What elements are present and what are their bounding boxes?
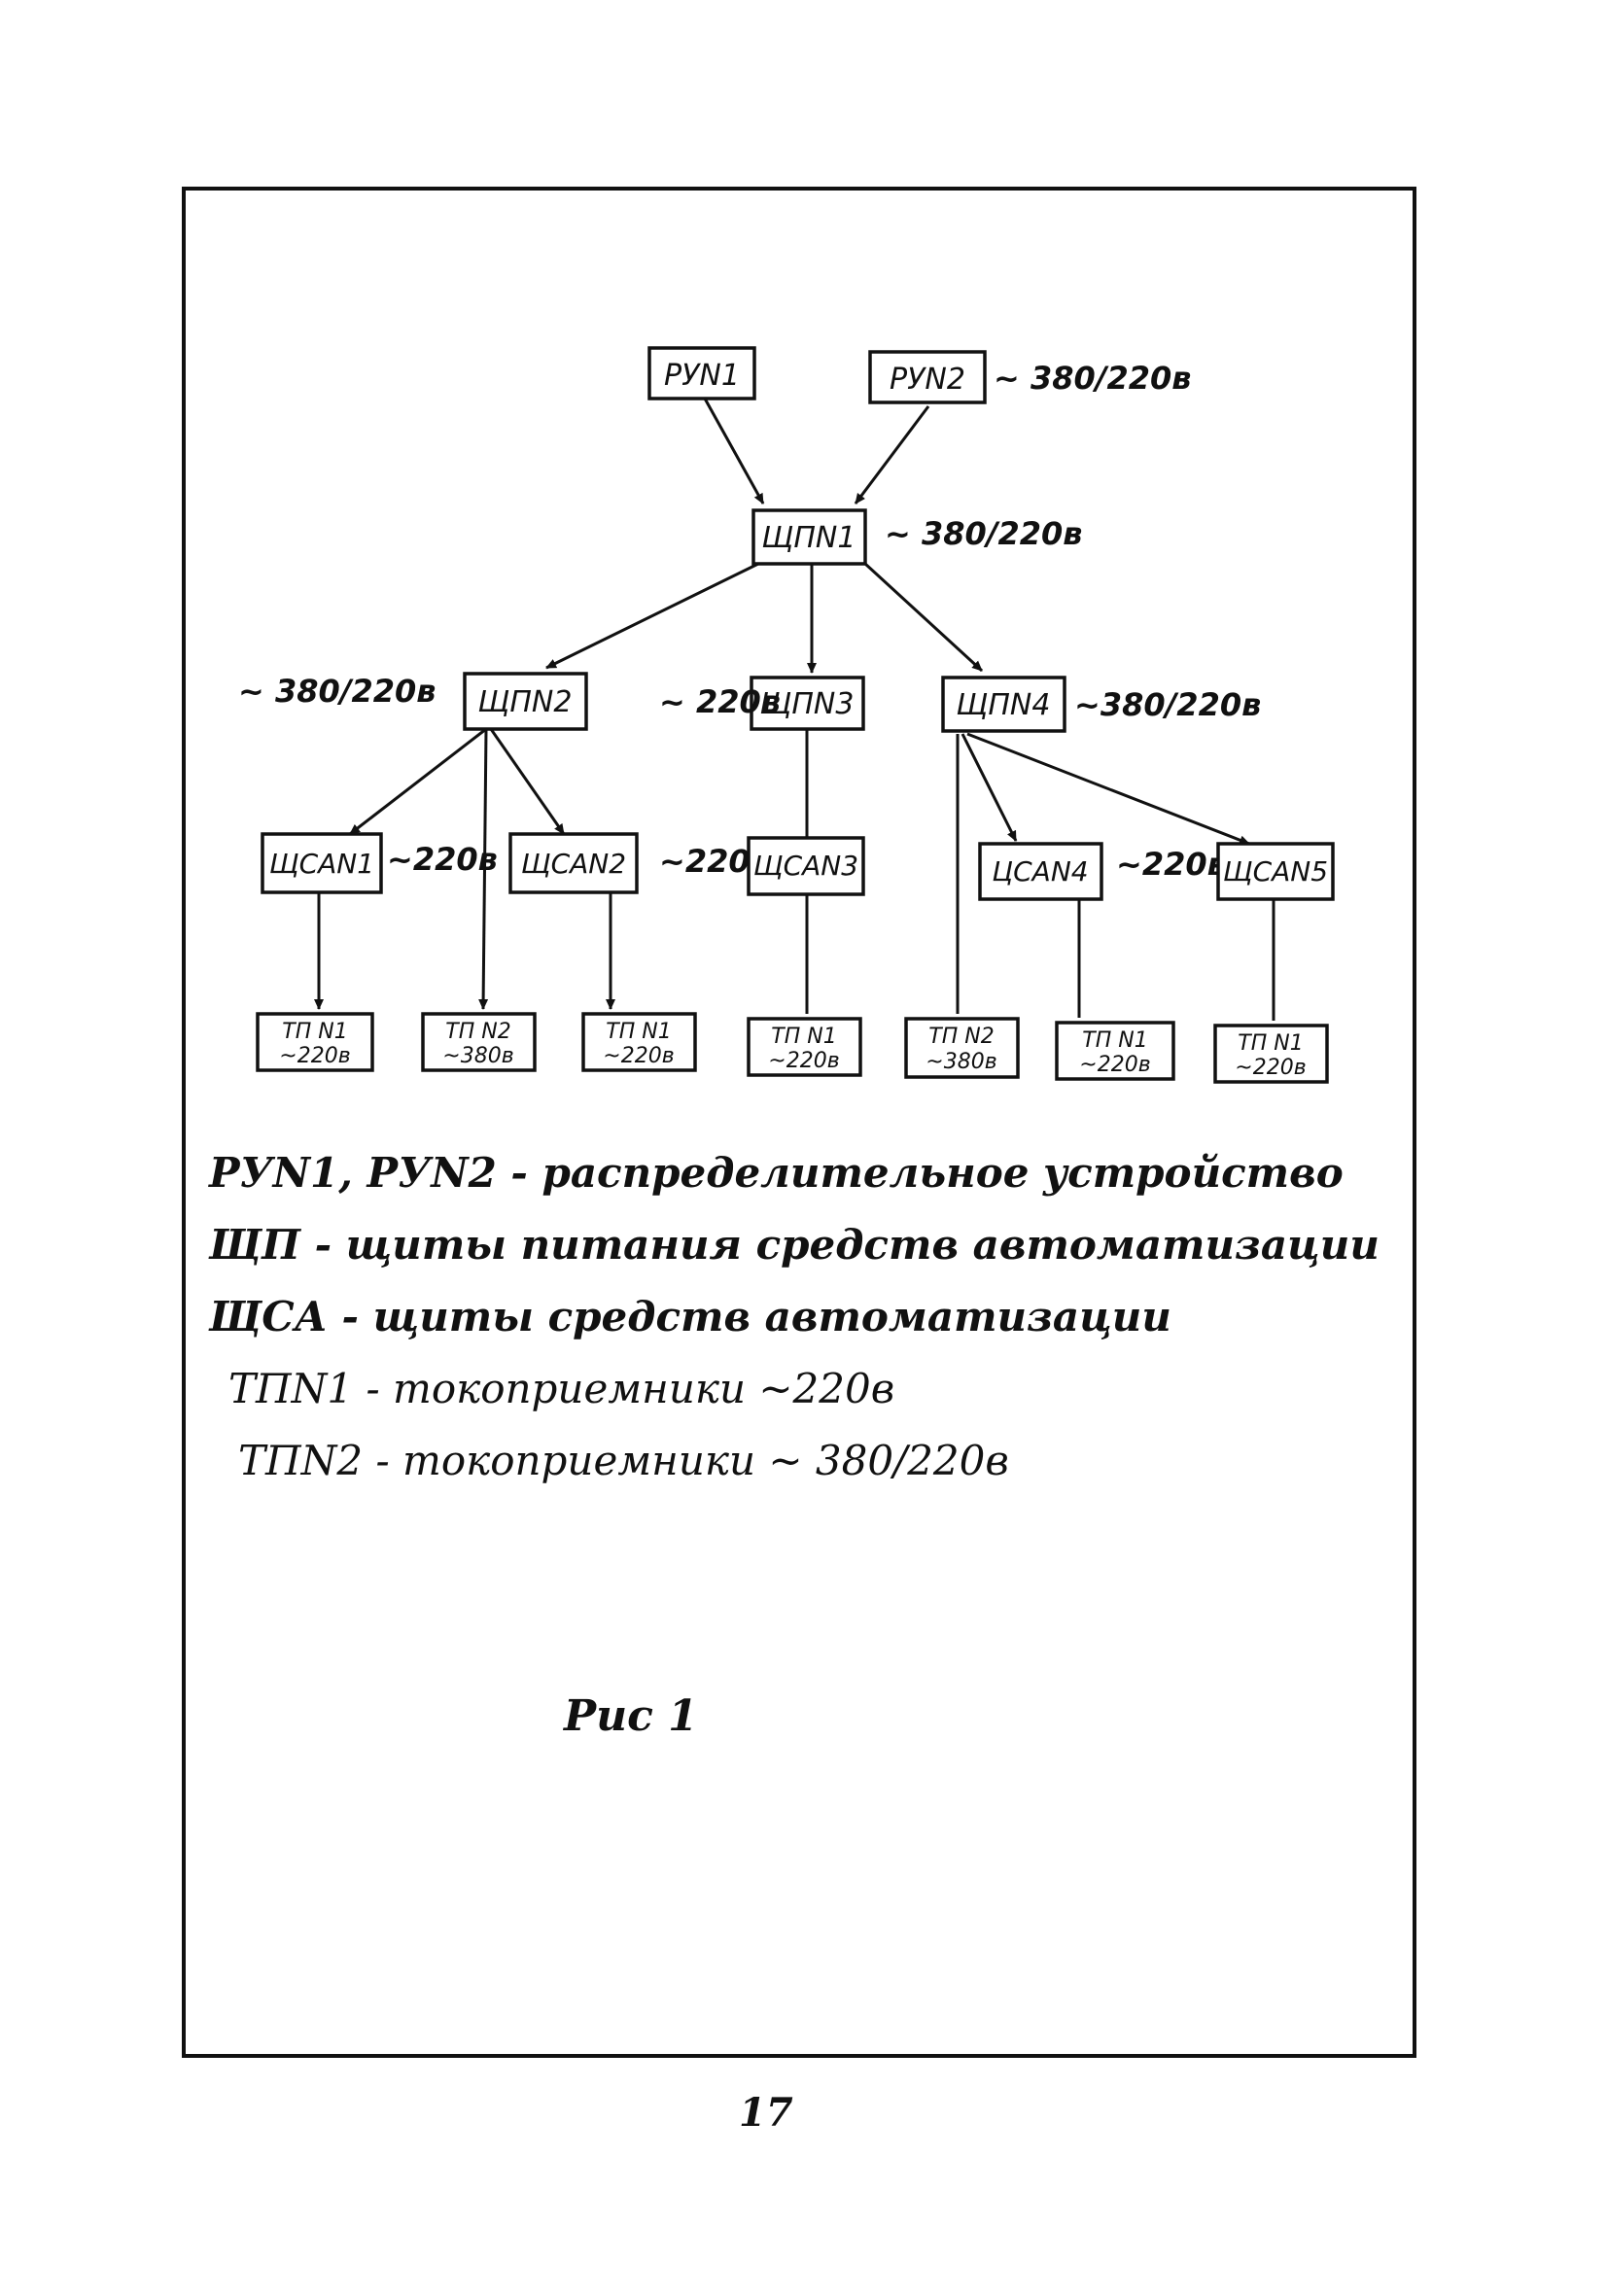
node-ru2-label: РУN2 — [890, 363, 965, 397]
edge-shp1-shp2 — [545, 562, 759, 670]
node-tp3-name: ТП N1 — [606, 1020, 671, 1044]
node-tp4-name: ТП N1 — [771, 1025, 836, 1049]
voltage-label-ru: ~ 380/220в — [994, 360, 1191, 397]
node-shca2: ЩСАN2 — [508, 832, 639, 894]
node-shp4: ЩПN4 — [941, 676, 1066, 733]
node-tp5-voltage: ~380в — [926, 1050, 996, 1074]
node-tp6: ТП N1 ~220в — [1055, 1021, 1175, 1081]
node-tp1-voltage: ~220в — [279, 1044, 350, 1068]
node-shca4: ЦСАN4 — [978, 842, 1103, 901]
legend-line-shp: ЩП - щиты питания средств автоматизации — [209, 1221, 1380, 1269]
node-shca3-label: ЩСАN3 — [753, 850, 858, 882]
node-tp6-name: ТП N1 — [1082, 1028, 1147, 1053]
node-tp7: ТП N1 ~220в — [1213, 1024, 1329, 1084]
node-tp3: ТП N1 ~220в — [581, 1012, 697, 1072]
node-shp3: ЩПN3 — [750, 676, 865, 731]
node-tp5-name: ТП N2 — [928, 1025, 994, 1049]
node-shp3-label: ЩПN3 — [760, 687, 855, 721]
node-tp7-name: ТП N1 — [1238, 1031, 1303, 1056]
node-tp6-voltage: ~220в — [1079, 1053, 1150, 1077]
voltage-label-shca4: ~220в — [1116, 846, 1227, 883]
node-shca1-label: ЩСАN1 — [269, 848, 374, 880]
edge-shp2-tp2 — [478, 728, 489, 1010]
node-shp2: ЩПN2 — [463, 672, 588, 731]
legend-line-tp2: ТПN2 - токоприемники ~ 380/220в — [238, 1437, 1009, 1484]
edge-shp4-shca5 — [966, 732, 1250, 846]
page-number: 17 — [739, 2090, 793, 2136]
node-shp1-label: ЩПN1 — [762, 521, 856, 555]
voltage-label-shp1: ~ 380/220в — [885, 515, 1082, 552]
voltage-label-shp3: ~ 220в — [659, 683, 781, 720]
page-frame — [182, 187, 1416, 2058]
edge-ru2-shp1 — [854, 405, 930, 504]
edge-ru1-shp1 — [703, 398, 765, 504]
edge-shp2-shca1 — [349, 727, 487, 836]
node-tp2-name: ТП N2 — [445, 1020, 510, 1044]
legend-line-shca: ЩСА - щиты средств автоматизации — [209, 1293, 1171, 1340]
voltage-label-shca1: ~220в — [387, 841, 498, 878]
node-ru1-label: РУN1 — [664, 359, 740, 393]
legend: РУN1, РУN2 - распределительное устройств… — [209, 1137, 1395, 1497]
edge-shp2-shca2 — [489, 728, 566, 835]
node-ru2: РУN2 — [868, 350, 987, 404]
node-tp7-voltage: ~220в — [1235, 1056, 1306, 1080]
node-tp4: ТП N1 ~220в — [747, 1017, 862, 1077]
connections — [314, 398, 1275, 1021]
figure-caption: Рис 1 — [564, 1691, 698, 1741]
node-tp3-voltage: ~220в — [603, 1044, 674, 1068]
legend-line-ru: РУN1, РУN2 - распределительное устройств… — [209, 1149, 1344, 1197]
node-tp2: ТП N2 ~380в — [421, 1012, 537, 1072]
power-distribution-diagram: РУN1 РУN2 ~ 380/220в ЩПN1 ~ 380/220в ЩПN… — [238, 346, 1335, 1084]
node-tp1-name: ТП N1 — [282, 1020, 347, 1044]
node-tp4-voltage: ~220в — [768, 1049, 839, 1073]
node-shp1: ЩПN1 — [751, 508, 867, 566]
node-shca3: ЩСАN3 — [747, 836, 865, 896]
edge-shp4-shca4 — [961, 733, 1018, 842]
node-shca1: ЩСАN1 — [261, 832, 383, 894]
voltage-label-shp4: ~380/220в — [1074, 686, 1261, 723]
node-shca5-label: ЩСАN5 — [1223, 855, 1328, 887]
node-tp1: ТП N1 ~220в — [256, 1012, 374, 1072]
edge-shp1-shp4 — [863, 562, 984, 673]
node-shca2-label: ЩСАN2 — [521, 848, 626, 880]
node-shp2-label: ЩПN2 — [478, 685, 573, 719]
node-shp4-label: ЩПN4 — [957, 688, 1051, 722]
legend-line-tp1: ТПN1 - токоприемники ~220в — [228, 1365, 895, 1412]
node-shca5: ЩСАN5 — [1216, 842, 1335, 901]
node-shca4-label: ЦСАN4 — [992, 855, 1088, 887]
node-tp2-voltage: ~380в — [442, 1044, 513, 1068]
voltage-label-shp2: ~ 380/220в — [238, 673, 436, 710]
node-tp5: ТП N2 ~380в — [904, 1017, 1020, 1079]
node-ru1: РУN1 — [647, 346, 756, 400]
